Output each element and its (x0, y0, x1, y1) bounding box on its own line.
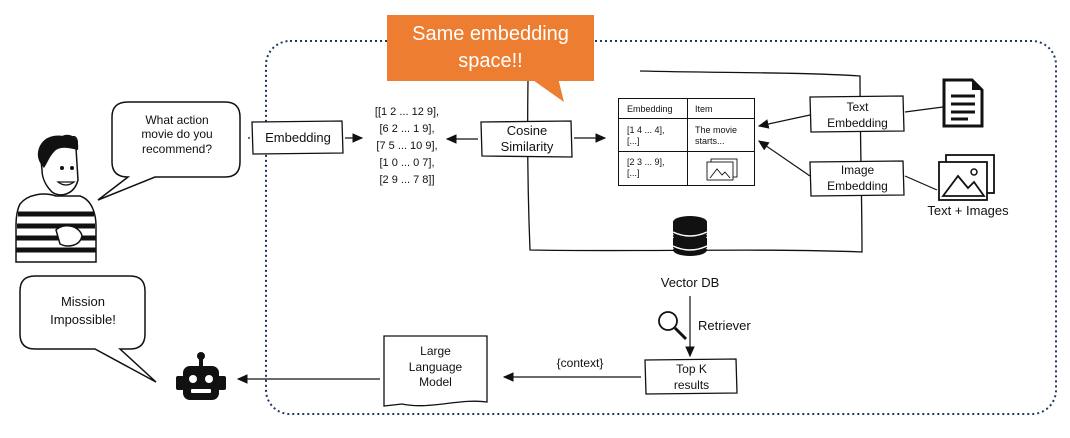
image-embedding-box-shape (809, 160, 905, 197)
table-row1-item: The movie starts... (695, 125, 737, 148)
image-embedding-line-2: Embedding (827, 178, 888, 193)
images-icon (938, 154, 995, 201)
user-question: What action movie do you recommend? (118, 113, 236, 156)
embedding-table: Embedding Item [1 4 ... 4], [...] The mo… (618, 98, 755, 186)
text-embedding-label: Text Embedding (811, 100, 904, 131)
text-embedding-line-1: Text (846, 100, 869, 114)
bot-bubble-shape (19, 275, 157, 383)
text-embedding-box-shape (809, 95, 905, 133)
llm-label: Large Language Model (384, 344, 487, 391)
callout-pointer (530, 78, 564, 102)
table-header-embedding: Embedding (627, 104, 673, 114)
robot-icon (176, 352, 226, 400)
context-label: {context} (556, 356, 604, 370)
user-question-line-1: What action (145, 113, 209, 127)
vector-row-5: [2 9 ... 7 8]] (379, 174, 435, 186)
table-row1-item-line-1: The movie (695, 125, 738, 135)
image-embedding-label: Image Embedding (811, 163, 904, 194)
same-space-callout: Same embedding space!! (387, 15, 594, 81)
vector-row-2: [6 2 ... 1 9], (379, 123, 435, 135)
cosine-line-2: Similarity (500, 138, 554, 154)
topk-line-1: Top K (676, 362, 707, 376)
user-question-line-3: recommend? (141, 141, 213, 156)
cosine-box-shape (480, 120, 573, 158)
llm-line-3: Model (419, 375, 452, 390)
database-icon (672, 216, 708, 256)
bot-answer-line-1: Mission (60, 294, 106, 309)
vector-row-4: [1 0 ... 0 7], (379, 157, 435, 169)
person-illustration (15, 134, 97, 263)
topk-line-2: results (673, 378, 710, 393)
table-image-icon (706, 158, 738, 181)
embedding-box-shape (251, 120, 344, 155)
arrow-text-embedding-to-table (757, 114, 811, 129)
table-row2-embedding-line-1: [2 3 ... 9], (627, 157, 665, 167)
callout-line-2: space!! (458, 50, 523, 72)
pipeline-frame (265, 40, 1057, 415)
text-embedding-line-2: Embedding (827, 115, 888, 130)
vector-db-label: Vector DB (660, 275, 720, 290)
bot-answer-line-2: Impossible! (50, 312, 116, 328)
topk-label: Top K results (646, 361, 737, 393)
retriever-label: Retriever (698, 318, 751, 333)
topk-box-shape (644, 358, 738, 395)
llm-box-shape (383, 335, 488, 407)
line-doc-to-text-embedding (904, 106, 944, 113)
bot-answer: Mission Impossible! (24, 293, 142, 329)
magnifier-icon (658, 311, 688, 341)
table-header-item: Item (695, 104, 713, 114)
document-icon (942, 78, 984, 128)
table-row1-embedding-line-2: [...] (627, 136, 640, 147)
table-row1-embedding-line-1: [1 4 ... 4], (627, 125, 665, 135)
llm-line-1: Large (420, 344, 451, 358)
llm-line-2: Language (408, 359, 463, 374)
table-row1-item-line-2: starts... (695, 136, 725, 147)
table-row2-embedding: [2 3 ... 9], [...] (627, 157, 665, 180)
arrow-image-embedding-to-table (758, 140, 811, 177)
line-images-to-image-embedding (904, 175, 938, 191)
callout-line-1: Same embedding (412, 23, 569, 45)
vector-row-1: [[1 2 ... 12 9], (374, 106, 440, 118)
text-images-label: Text + Images (927, 203, 1009, 218)
vector-row-3: [7 5 ... 10 9], (376, 140, 438, 152)
embedding-vectors: [[1 2 ... 12 9], [6 2 ... 1 9], [7 5 ...… (364, 104, 450, 189)
image-embedding-line-1: Image (840, 163, 875, 177)
table-row1-embedding: [1 4 ... 4], [...] (627, 125, 665, 148)
user-question-line-2: movie do you (141, 127, 213, 142)
cosine-line-1: Cosine (506, 123, 548, 138)
user-bubble-shape (97, 101, 241, 201)
cosine-similarity-label: Cosine Similarity (482, 123, 572, 154)
table-row2-embedding-line-2: [...] (627, 168, 640, 179)
vector-db-container (526, 70, 863, 253)
embedding-label: Embedding (265, 130, 331, 145)
